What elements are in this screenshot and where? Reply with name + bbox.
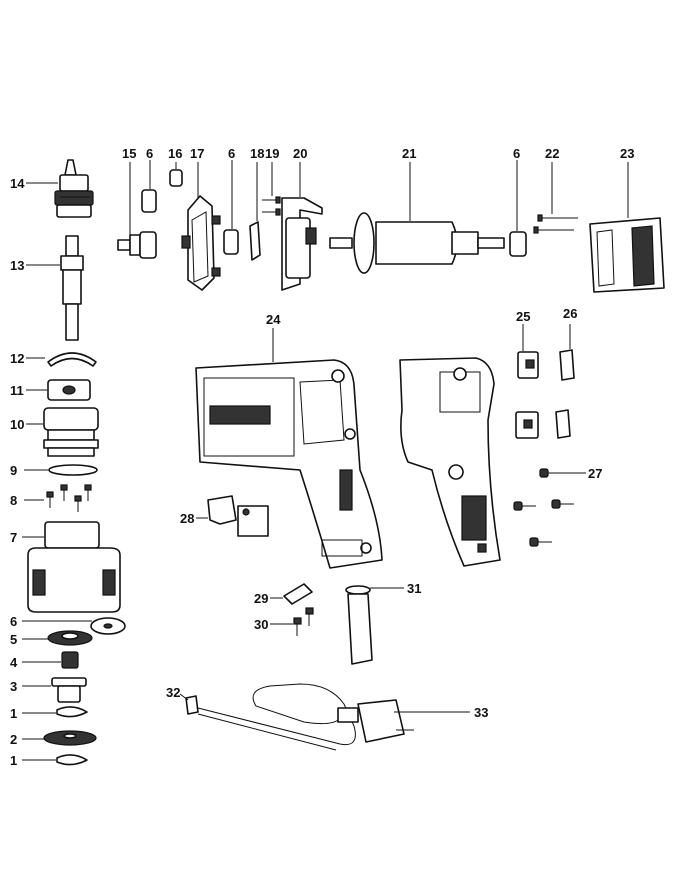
callout-17: 17 bbox=[190, 146, 204, 161]
callout-15: 15 bbox=[122, 146, 136, 161]
callout-5: 5 bbox=[10, 632, 17, 647]
callout-25: 25 bbox=[516, 309, 530, 324]
screws-part-c bbox=[513, 468, 574, 547]
callout-1: 1 bbox=[10, 706, 17, 721]
circlip-part bbox=[47, 352, 97, 367]
shaft-part bbox=[117, 231, 157, 259]
callout-9: 9 bbox=[10, 463, 17, 478]
callout-33: 33 bbox=[474, 705, 488, 720]
callout-31: 31 bbox=[407, 581, 421, 596]
callout-8: 8 bbox=[10, 493, 17, 508]
screws-part-b bbox=[262, 196, 281, 216]
callout-2: 2 bbox=[10, 732, 17, 747]
callout-32: 32 bbox=[166, 685, 180, 700]
gear-housing-part bbox=[27, 521, 121, 613]
bearing-part-d bbox=[509, 231, 527, 257]
spindle-part bbox=[60, 235, 84, 341]
callout-18: 18 bbox=[250, 146, 264, 161]
bearing-part-b bbox=[141, 189, 157, 213]
callout-16: 16 bbox=[168, 146, 182, 161]
bearing-part-c bbox=[223, 229, 239, 255]
callout-22: 22 bbox=[545, 146, 559, 161]
o-ring-part bbox=[48, 464, 98, 476]
chuck-part bbox=[54, 159, 94, 218]
callout-26: 26 bbox=[563, 306, 577, 321]
needle-bearing-part bbox=[61, 651, 79, 669]
small-bearing-part bbox=[169, 169, 183, 187]
long-screws-part bbox=[533, 214, 578, 234]
callout-24: 24 bbox=[266, 312, 281, 327]
retaining-ring-part-upper bbox=[56, 706, 88, 718]
callout-27: 27 bbox=[588, 466, 602, 481]
callout-14: 14 bbox=[10, 176, 25, 191]
switch-part bbox=[207, 495, 269, 537]
plate-part bbox=[249, 221, 261, 261]
armature-part bbox=[329, 212, 505, 274]
housing-neck-part bbox=[43, 407, 99, 457]
callout-6: 6 bbox=[146, 146, 153, 161]
callout-4: 4 bbox=[10, 655, 18, 670]
bearing-bracket-part bbox=[181, 195, 221, 291]
gear-part bbox=[47, 630, 93, 646]
callout-6: 6 bbox=[10, 614, 17, 629]
callout-30: 30 bbox=[254, 617, 268, 632]
housing-half-left bbox=[195, 359, 383, 569]
callout-10: 10 bbox=[10, 417, 24, 432]
bushing-part bbox=[51, 677, 87, 703]
callout-28: 28 bbox=[180, 511, 194, 526]
connector-part bbox=[185, 695, 199, 715]
power-cord-part bbox=[197, 683, 414, 751]
callout-21: 21 bbox=[402, 146, 416, 161]
callout-20: 20 bbox=[293, 146, 307, 161]
bearing-part bbox=[47, 379, 91, 401]
callout-11: 11 bbox=[10, 383, 24, 398]
cable-clamp-part bbox=[283, 583, 313, 605]
screws-part-d bbox=[293, 607, 314, 636]
cable-sleeve-part bbox=[345, 585, 373, 665]
brush-holder-part bbox=[281, 197, 323, 291]
callout-6: 6 bbox=[228, 146, 235, 161]
callout-29: 29 bbox=[254, 591, 268, 606]
callout-7: 7 bbox=[10, 530, 17, 545]
stator-part bbox=[589, 217, 665, 293]
callout-6: 6 bbox=[513, 146, 520, 161]
brush-spring-part bbox=[555, 349, 575, 439]
callout-3: 3 bbox=[10, 679, 17, 694]
brush-part bbox=[515, 351, 539, 439]
callout-13: 13 bbox=[10, 258, 24, 273]
retaining-ring-part-lower bbox=[56, 754, 88, 766]
callout-19: 19 bbox=[265, 146, 279, 161]
screws-part bbox=[46, 484, 92, 512]
callout-1: 1 bbox=[10, 753, 17, 768]
large-gear-part bbox=[43, 730, 97, 746]
callout-23: 23 bbox=[620, 146, 634, 161]
housing-half-right bbox=[399, 357, 501, 567]
callout-12: 12 bbox=[10, 351, 24, 366]
